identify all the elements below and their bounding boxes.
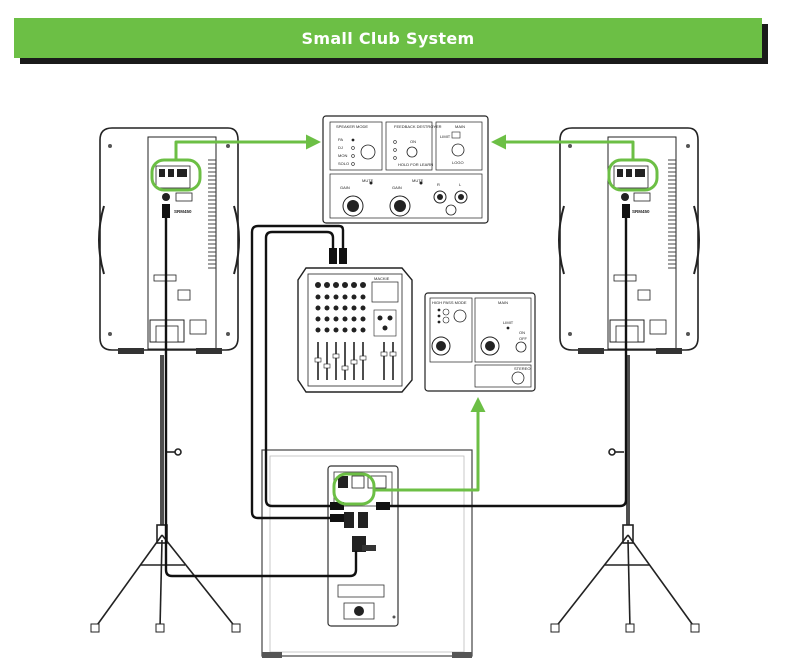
left-speaker-model: SRM450 bbox=[174, 209, 192, 214]
sub-limit-label: LIMIT bbox=[503, 320, 514, 325]
right-stand-feet bbox=[550, 623, 700, 633]
speaker-logo-label: LOGO bbox=[452, 160, 464, 165]
subwoofer bbox=[261, 449, 473, 658]
audio-cables bbox=[164, 210, 628, 578]
signal-arrows bbox=[174, 134, 635, 492]
arrow-to-sub-panel bbox=[374, 397, 486, 492]
feedback-learn-label: HOLD FOR LEARN bbox=[398, 162, 433, 167]
title-banner: Small Club System bbox=[14, 18, 768, 64]
speaker-limit-label: LIMIT bbox=[440, 134, 451, 139]
right-speaker-model: SRM450 bbox=[632, 209, 650, 214]
gain-label-2: GAIN bbox=[392, 185, 402, 190]
input-l-label: L bbox=[459, 182, 462, 187]
mixer: MACKIE bbox=[297, 267, 413, 393]
arrow-to-speaker-panel-right bbox=[491, 134, 635, 160]
mode-option-pa: PA bbox=[338, 137, 343, 142]
left-speaker-stand bbox=[94, 355, 237, 629]
mute-label-1: MUTE bbox=[362, 178, 374, 183]
left-speaker: SRM450 bbox=[98, 127, 240, 354]
sub-stereo-label: STEREO bbox=[514, 366, 530, 371]
mute-label-2: MUTE bbox=[412, 178, 424, 183]
speaker-control-panel: SPEAKER MODE PA DJ MON SOLO FEEDBACK DES… bbox=[322, 115, 489, 224]
speaker-main-label: MAIN bbox=[455, 124, 465, 129]
banner-bar: Small Club System bbox=[14, 18, 762, 58]
sub-off-label: OFF bbox=[519, 336, 528, 341]
sub-main-label: MAIN bbox=[498, 300, 508, 305]
sub-on-label: ON bbox=[519, 330, 525, 335]
page-title: Small Club System bbox=[301, 28, 475, 48]
subwoofer-control-panel: HIGH PASS MODE MAIN LIMIT ON OFF STEREO bbox=[424, 292, 536, 392]
input-r-label: R bbox=[437, 182, 440, 187]
left-stand-feet bbox=[90, 623, 241, 633]
high-pass-mode-label: HIGH PASS MODE bbox=[432, 300, 467, 305]
feedback-on-label: ON bbox=[410, 139, 416, 144]
speaker-mode-label: SPEAKER MODE bbox=[336, 124, 368, 129]
mode-option-dj: DJ bbox=[338, 145, 343, 150]
right-speaker: SRM450 bbox=[558, 127, 700, 354]
arrow-to-speaker-panel-left bbox=[174, 134, 321, 160]
mixer-brand: MACKIE bbox=[374, 276, 390, 281]
feedback-destroyer-label: FEEDBACK DESTROYER bbox=[394, 124, 442, 129]
gain-label-1: GAIN bbox=[340, 185, 350, 190]
mode-option-mon: MON bbox=[338, 153, 347, 158]
cable-plugs bbox=[162, 204, 630, 522]
mode-option-solo: SOLO bbox=[338, 161, 349, 166]
